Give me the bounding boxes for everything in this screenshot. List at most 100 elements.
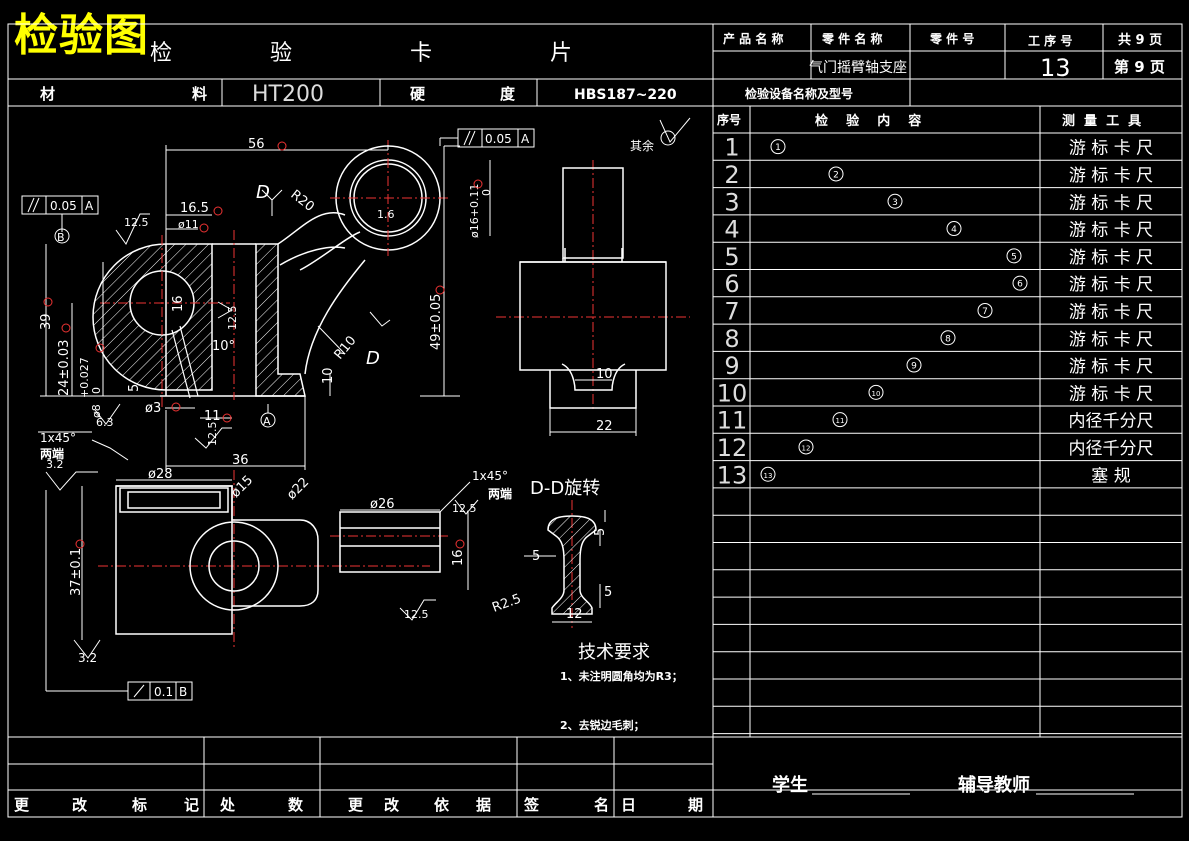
footer-label-10: 据 <box>476 796 491 814</box>
hardness-label: 硬 <box>410 85 426 103</box>
dim-chamfer: 1x45° <box>40 431 76 445</box>
dim-12-5d: 12.5 <box>452 502 477 515</box>
tol-runout-ref: B <box>179 685 187 699</box>
row-number: 5 <box>724 243 739 271</box>
tol-par1-ref: A <box>85 199 94 213</box>
dim-3-2a: 3.2 <box>46 458 64 471</box>
section-dims <box>524 510 606 623</box>
row-marker: 5 <box>1011 252 1017 262</box>
dim-22c: 22 <box>596 419 613 434</box>
dim-11b: 11 <box>204 409 221 424</box>
row-marker: 3 <box>892 198 898 208</box>
dim-16tol: ø16+0.11 <box>468 184 481 238</box>
dim-3: ø3 <box>145 401 161 416</box>
row-tool: 游 标 卡 尺 <box>1069 384 1153 404</box>
footer-label-9: 依 <box>434 796 450 814</box>
row-marker: 1 <box>775 143 781 153</box>
drawing-markers <box>43 141 483 549</box>
footer-label-12: 名 <box>594 796 609 814</box>
datum-b: B <box>57 231 65 244</box>
process-no-value: 13 <box>1040 54 1071 82</box>
row-marker: 4 <box>951 225 957 235</box>
row-marker-circle <box>868 384 884 400</box>
row-number: 11 <box>717 407 748 435</box>
row-marker: 10 <box>872 390 881 398</box>
material-label: 材 <box>40 85 55 103</box>
upper-arm <box>277 212 361 271</box>
dim-49: 49±0.05 <box>429 294 444 350</box>
part-no-label: 零 件 号 <box>929 31 974 46</box>
right-wall-section <box>255 243 306 397</box>
col-tool-header: 测 量 工 具 <box>1062 113 1141 129</box>
frame-lines <box>7 23 1183 818</box>
footer-label-3: 标 <box>131 796 147 814</box>
others-label: 其余 <box>630 138 654 153</box>
row-number: 12 <box>717 434 748 462</box>
footer-label-13: 日 <box>621 796 636 814</box>
center-lines <box>98 140 690 650</box>
dim-5b: 5 <box>593 528 608 536</box>
dim-12-5b: 12.5 <box>226 306 239 331</box>
dim-12-5e: 12.5 <box>404 608 429 621</box>
row-number: 9 <box>724 352 739 380</box>
row-tool: 游 标 卡 尺 <box>1069 139 1153 159</box>
col-seq-header: 序号 <box>717 112 741 127</box>
row-marker-circle <box>946 221 962 237</box>
row-tool: 内径千分尺 <box>1069 412 1154 432</box>
row-marker: 11 <box>836 417 845 425</box>
table-row: 11 11 内径千分尺 <box>717 407 1154 435</box>
footer-label-2: 改 <box>72 796 88 814</box>
dim-chamfer-2: 1x45° <box>472 469 508 483</box>
material-value: HT200 <box>252 82 324 107</box>
dim-56: 56 <box>248 137 265 152</box>
row-marker: 9 <box>911 362 917 372</box>
row-marker-circle <box>760 466 776 482</box>
dim-5: 5 <box>127 384 142 392</box>
row-marker-circle <box>770 139 786 155</box>
dim-37: 37±0.1 <box>69 548 84 596</box>
teacher-label: 辅导教师 <box>958 774 1030 796</box>
dim-28: ø28 <box>148 467 173 482</box>
table-headers: 序号 检 验 内 容 测 量 工 具 <box>717 112 1141 129</box>
dim-r2-5: R2.5 <box>490 591 523 615</box>
dim-6-3: 6.3 <box>96 416 114 429</box>
tech-item-2: 2、去锐边毛刺； <box>560 718 645 732</box>
footer-label-11: 签 <box>523 796 540 814</box>
footer-label-6: 数 <box>288 796 304 814</box>
dim-10c: 10 <box>596 367 613 382</box>
row-marker: 12 <box>802 444 811 452</box>
row-number: 2 <box>724 161 739 189</box>
equipment-label: 检验设备名称及型号 <box>745 86 853 101</box>
header: 检 验 卡 片 产 品 名 称 零 件 名 称 零 件 号 工 序 号 共 9 … <box>40 31 1165 107</box>
tolerance-symbols <box>27 130 476 698</box>
process-no-label: 工 序 号 <box>1028 33 1072 48</box>
footer-label-4: 记 <box>184 796 199 814</box>
parallel-icon <box>27 197 35 213</box>
dim-8: ø8 <box>90 404 103 418</box>
footer-label-5: 处 <box>219 796 236 814</box>
row-marker: 7 <box>982 307 988 317</box>
row-number: 13 <box>717 461 748 489</box>
header-title-char-4: 片 <box>550 41 572 66</box>
row-marker-circle <box>977 302 993 318</box>
row-tool: 游 标 卡 尺 <box>1069 302 1153 322</box>
dim-22: ø22 <box>284 475 312 503</box>
dim-16-5: 16.5 <box>180 201 209 216</box>
dim-11: ø11 <box>178 218 199 231</box>
row-marker: 8 <box>945 334 951 344</box>
dim-0: 0 <box>90 387 103 394</box>
row-tool: 塞 规 <box>1091 466 1130 486</box>
row-tool: 游 标 卡 尺 <box>1069 357 1153 377</box>
